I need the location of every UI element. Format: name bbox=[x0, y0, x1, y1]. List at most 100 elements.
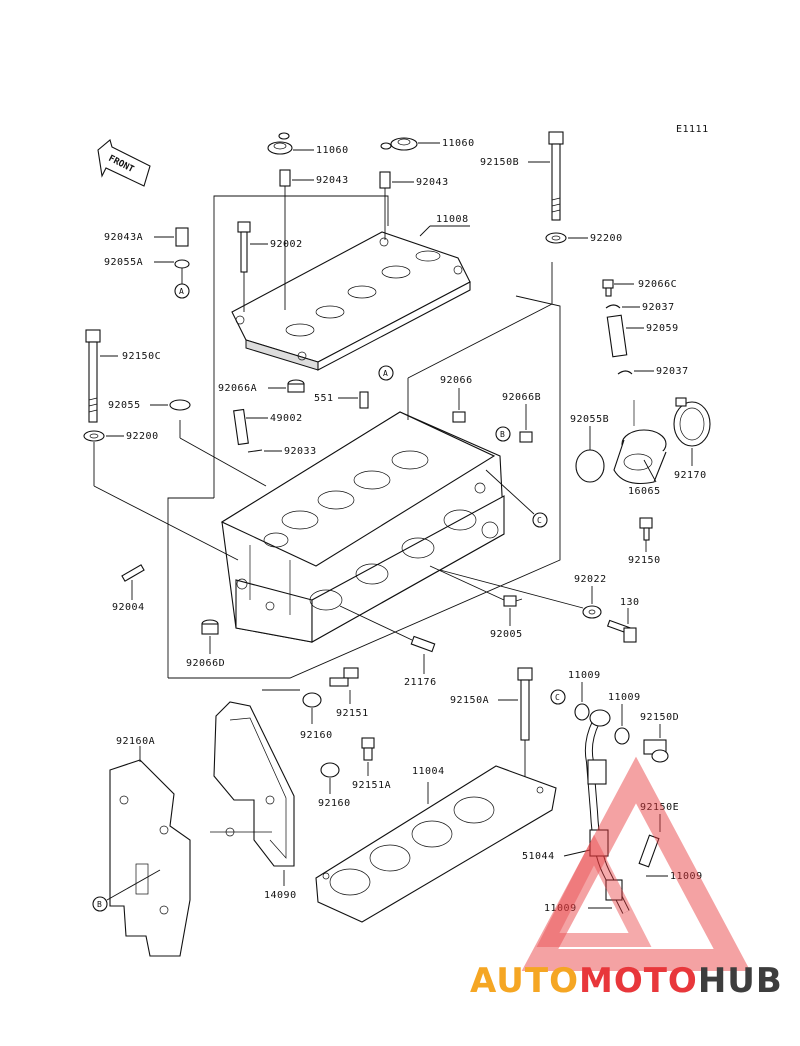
part-label: 51044 bbox=[522, 851, 555, 862]
intake-holder-16065 bbox=[613, 400, 667, 485]
part-label: 92151A bbox=[352, 780, 391, 791]
o-ring-92055a bbox=[174, 259, 190, 269]
part-label: 92066 bbox=[440, 375, 473, 386]
callout-label: B bbox=[500, 430, 505, 439]
plug-92066c bbox=[602, 279, 614, 297]
plug-92066 bbox=[452, 411, 466, 423]
part-label: 11009 bbox=[670, 871, 703, 882]
part-label: 92043 bbox=[416, 177, 449, 188]
part-label: 92005 bbox=[490, 629, 523, 640]
part-label: 92055B bbox=[570, 414, 609, 425]
part-label: 11060 bbox=[442, 138, 475, 149]
part-label: 92150C bbox=[122, 351, 161, 362]
bolt-92150d bbox=[643, 739, 669, 763]
bolt-92002 bbox=[237, 221, 251, 273]
camshaft-holder-part bbox=[231, 231, 471, 371]
clip-92033 bbox=[247, 449, 263, 453]
front-arrow-icon: FRONT bbox=[97, 139, 151, 187]
part-label: 21176 bbox=[404, 677, 437, 688]
clamp-92170 bbox=[673, 397, 711, 447]
washer-92200-b bbox=[83, 430, 105, 442]
cover-92160a bbox=[109, 759, 191, 957]
part-label: 92200 bbox=[590, 233, 623, 244]
automotohub-logo bbox=[521, 756, 751, 971]
leader-line bbox=[407, 303, 553, 379]
clamp-92037-b bbox=[617, 370, 633, 375]
oil-pipe-assembly bbox=[584, 709, 660, 914]
part-label: 92066A bbox=[218, 383, 257, 394]
bolt-92150b bbox=[548, 131, 564, 221]
bolt-92150c bbox=[85, 329, 101, 423]
cylinder-head-part bbox=[220, 411, 505, 643]
part-label: 92043A bbox=[104, 232, 143, 243]
part-label: 11009 bbox=[608, 692, 641, 703]
part-label: 92004 bbox=[112, 602, 145, 613]
stud-92004 bbox=[121, 564, 145, 582]
callout-b-icon bbox=[92, 896, 108, 912]
automotohub-wordmark: AUTOMOTOHUB bbox=[470, 961, 783, 1001]
o-ring-92055b bbox=[575, 449, 605, 483]
callout-a-icon bbox=[174, 283, 190, 299]
part-label: 92059 bbox=[646, 323, 679, 334]
part-label: 92022 bbox=[574, 574, 607, 585]
part-label: 92160 bbox=[300, 730, 333, 741]
part-label: 92066D bbox=[186, 658, 225, 669]
cover-14090 bbox=[210, 701, 295, 867]
part-label: 92170 bbox=[674, 470, 707, 481]
bolt-92151 bbox=[329, 667, 359, 687]
valve-lifter-49002 bbox=[233, 408, 249, 446]
clamp-92037-a bbox=[605, 304, 621, 309]
logo-part-hub: HUB bbox=[698, 961, 783, 1001]
fitting-92005 bbox=[503, 595, 523, 607]
bolt-92150a bbox=[517, 667, 533, 741]
diagram-code: E1111 bbox=[676, 124, 709, 135]
part-label: 11060 bbox=[316, 145, 349, 156]
part-label: 92150E bbox=[640, 802, 679, 813]
part-label: 92160A bbox=[116, 736, 155, 747]
part-label: 92151 bbox=[336, 708, 369, 719]
leader-line bbox=[213, 195, 389, 498]
part-label: 11009 bbox=[568, 670, 601, 681]
o-ring-92055 bbox=[169, 399, 191, 411]
head-gasket-11004 bbox=[315, 765, 557, 923]
part-label: 92066B bbox=[502, 392, 541, 403]
part-label: 92150D bbox=[640, 712, 679, 723]
plug-92066d bbox=[201, 619, 219, 635]
plug-92066a bbox=[287, 379, 305, 393]
bolt-92150 bbox=[639, 517, 653, 541]
part-label: 92150 bbox=[628, 555, 661, 566]
part-label: 92033 bbox=[284, 446, 317, 457]
callout-label: A bbox=[383, 369, 388, 378]
callout-c-icon bbox=[532, 512, 548, 528]
part-label: 49002 bbox=[270, 413, 303, 424]
callout-label: C bbox=[537, 516, 542, 525]
leader-line bbox=[167, 497, 214, 678]
hose-92059 bbox=[606, 314, 628, 358]
part-label: 11009 bbox=[544, 903, 577, 914]
callout-a-icon bbox=[378, 365, 394, 381]
part-label: 92055 bbox=[108, 400, 141, 411]
part-label: 11004 bbox=[412, 766, 445, 777]
dowel-pin-92043-a bbox=[279, 169, 291, 187]
dowel-pin-92043-b bbox=[379, 171, 391, 189]
part-label: 92037 bbox=[656, 366, 689, 377]
logo-part-moto: MOTO bbox=[579, 961, 698, 1001]
part-label: 92200 bbox=[126, 431, 159, 442]
washer-11009-a bbox=[574, 703, 590, 721]
svg-text:AUTOMOTOHUB: AUTOMOTOHUB bbox=[470, 961, 783, 1001]
washer-92160-a bbox=[302, 692, 322, 708]
part-label: 92150A bbox=[450, 695, 489, 706]
part-label: 92160 bbox=[318, 798, 351, 809]
part-label: 130 bbox=[620, 597, 640, 608]
part-label: 14090 bbox=[264, 890, 297, 901]
callout-b-icon bbox=[495, 426, 511, 442]
callout-label: C bbox=[555, 693, 560, 702]
part-label: 16065 bbox=[628, 486, 661, 497]
washer-92200-a bbox=[545, 232, 567, 244]
callout-label: B bbox=[97, 900, 102, 909]
leader-line bbox=[168, 295, 561, 679]
part-label: 92150B bbox=[480, 157, 519, 168]
callout-label: A bbox=[179, 287, 184, 296]
